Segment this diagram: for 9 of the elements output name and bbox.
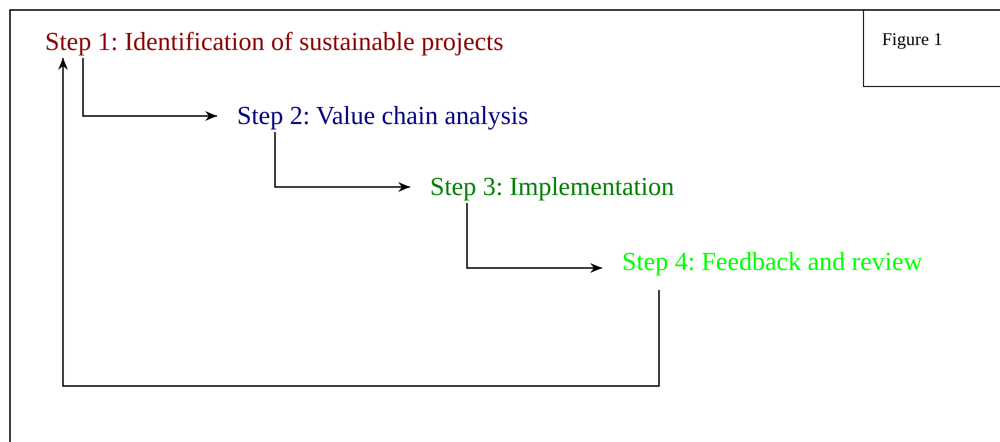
- arrow: [274, 132, 410, 192]
- step-label: Step 1: Identification of sustainable projects: [25, 26, 508, 58]
- arrow: [466, 203, 602, 273]
- arrow: [82, 58, 217, 121]
- arrow: [58, 58, 660, 387]
- step-label: Step 4: Feedback and review: [602, 246, 926, 290]
- step-label: Step 3: Implementation: [410, 171, 678, 203]
- step-label: Step 2: Value chain analysis: [217, 100, 532, 132]
- figure-label: Figure 1: [863, 10, 1000, 87]
